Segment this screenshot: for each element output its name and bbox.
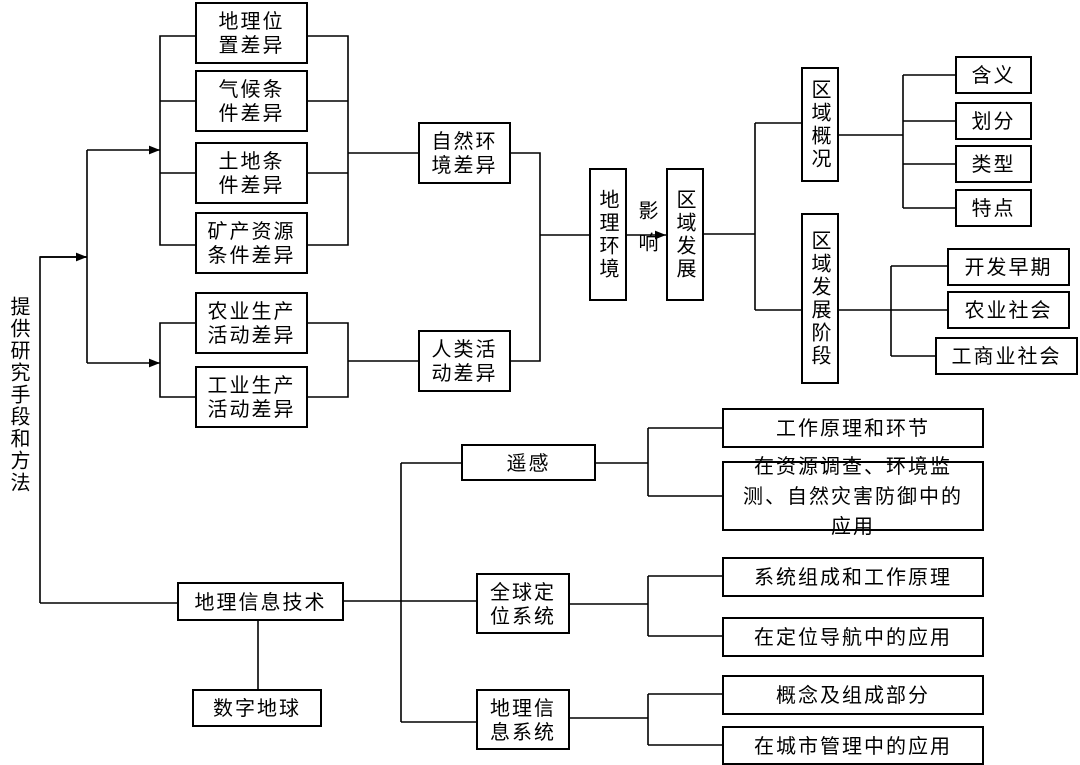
rs-principle: 工作原理和环节 <box>722 408 984 448</box>
overview-type: 类型 <box>955 145 1032 183</box>
natural-factor-location: 地理位置差异 <box>195 2 308 64</box>
gps-principle: 系统组成和工作原理 <box>722 557 984 597</box>
digital-earth: 数字地球 <box>192 689 322 727</box>
overview-meaning: 含义 <box>955 56 1032 94</box>
geo-info-tech: 地理信息技术 <box>177 582 344 621</box>
gps: 全球定位系统 <box>476 573 570 634</box>
overview-division: 划分 <box>955 102 1032 140</box>
remote-sensing: 遥感 <box>461 444 596 481</box>
stage-industry-commerce: 工商业社会 <box>935 337 1078 375</box>
gis-application: 在城市管理中的应用 <box>722 726 984 765</box>
natural-factor-climate: 气候条件差异 <box>195 70 308 132</box>
stage-early: 开发早期 <box>947 248 1070 286</box>
natural-env-diff: 自然环境差异 <box>418 122 511 184</box>
natural-factor-land: 土地条件差异 <box>195 142 308 204</box>
human-activity-diff: 人类活动差异 <box>418 330 511 392</box>
human-factor-industry: 工业生产活动差异 <box>195 366 308 428</box>
region-overview: 区域概况 <box>801 67 839 182</box>
root-label: 提供研究手段和方法 <box>7 296 31 494</box>
gis-concept: 概念及组成部分 <box>722 675 984 715</box>
geo-env: 地理环境 <box>589 168 627 301</box>
influence-label: 影响 <box>635 200 659 264</box>
root-trunk <box>39 256 87 603</box>
gis: 地理信息系统 <box>476 689 570 750</box>
human-factor-agriculture: 农业生产活动差异 <box>195 292 308 354</box>
regional-dev: 区域发展 <box>666 168 704 301</box>
natural-factor-mineral: 矿产资源条件差异 <box>195 212 308 274</box>
dev-stages: 区域发展阶段 <box>801 213 839 384</box>
rs-application: 在资源调查、环境监测、自然灾害防御中的应用 <box>722 454 984 538</box>
stage-agriculture: 农业社会 <box>947 291 1070 329</box>
overview-feature: 特点 <box>955 189 1032 227</box>
gps-application: 在定位导航中的应用 <box>722 617 984 657</box>
